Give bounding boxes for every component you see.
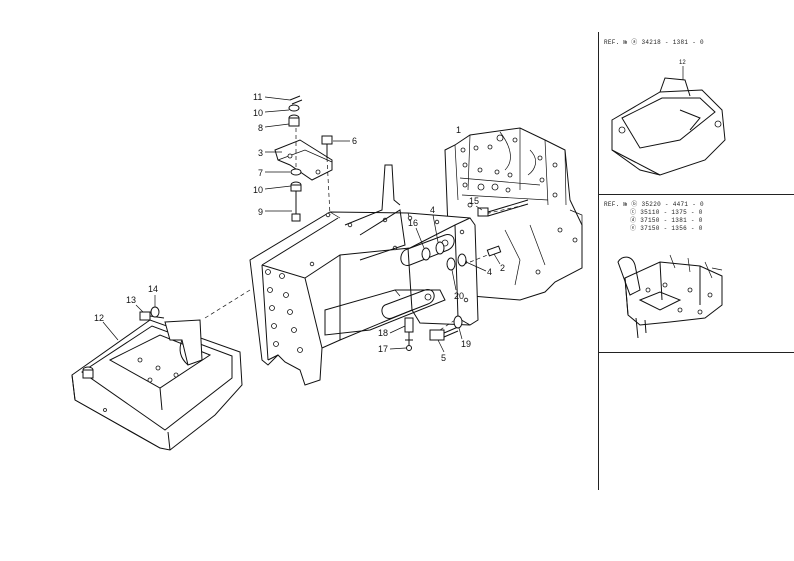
part-labels: 1 2 3 4 4 5 6 7 8 9 10 10 11 bbox=[94, 60, 686, 363]
label-8: 8 bbox=[258, 123, 263, 133]
label-7: 7 bbox=[258, 168, 263, 178]
label-14: 14 bbox=[148, 284, 158, 294]
label-13: 13 bbox=[126, 295, 136, 305]
weight-box bbox=[71, 306, 243, 451]
label-17: 17 bbox=[378, 344, 388, 354]
transmission-housing bbox=[444, 127, 583, 301]
label-5: 5 bbox=[441, 353, 446, 363]
label-4-upper: 4 bbox=[430, 205, 435, 215]
label-19: 19 bbox=[461, 339, 471, 349]
label-11: 11 bbox=[253, 92, 262, 102]
label-15: 15 bbox=[469, 196, 479, 206]
label-12: 12 bbox=[94, 313, 104, 323]
label-1: 1 bbox=[456, 125, 461, 135]
inset-divider-vertical bbox=[598, 32, 599, 490]
inset-weight-box bbox=[611, 66, 726, 176]
pin bbox=[486, 245, 502, 257]
label-4-lower: 4 bbox=[487, 267, 492, 277]
inset2-reference-line-2: ⓒ 35110 - 1375 - 0 bbox=[630, 209, 703, 216]
inset-divider-bottom bbox=[598, 352, 794, 353]
inset2-reference-line-3: ⓓ 37150 - 1381 - 0 bbox=[630, 217, 703, 224]
inset1-label-12: 12 bbox=[679, 60, 686, 66]
label-16: 16 bbox=[408, 218, 418, 228]
bolt-washer bbox=[429, 315, 463, 341]
label-3: 3 bbox=[258, 148, 263, 158]
upper-bracket bbox=[274, 95, 333, 222]
label-18: 18 bbox=[378, 328, 388, 338]
label-10-lower: 10 bbox=[253, 185, 263, 195]
inset2-reference-line-4: ⓔ 37150 - 1356 - 0 bbox=[630, 225, 703, 232]
label-10-upper: 10 bbox=[253, 108, 263, 118]
label-20: 20 bbox=[454, 291, 464, 301]
long-bolt bbox=[477, 199, 529, 217]
inset2-reference-line-1: REF. № ⓑ 35220 - 4471 - 0 bbox=[604, 201, 704, 208]
grease-fitting bbox=[404, 317, 414, 351]
label-6: 6 bbox=[352, 136, 357, 146]
washers bbox=[421, 241, 467, 271]
label-2: 2 bbox=[500, 263, 505, 273]
inset-frame bbox=[617, 254, 723, 339]
label-9: 9 bbox=[258, 207, 263, 217]
inset1-reference: REF. № ⓐ 34218 - 1381 - 0 bbox=[604, 39, 704, 46]
inset-divider-top bbox=[598, 194, 794, 195]
